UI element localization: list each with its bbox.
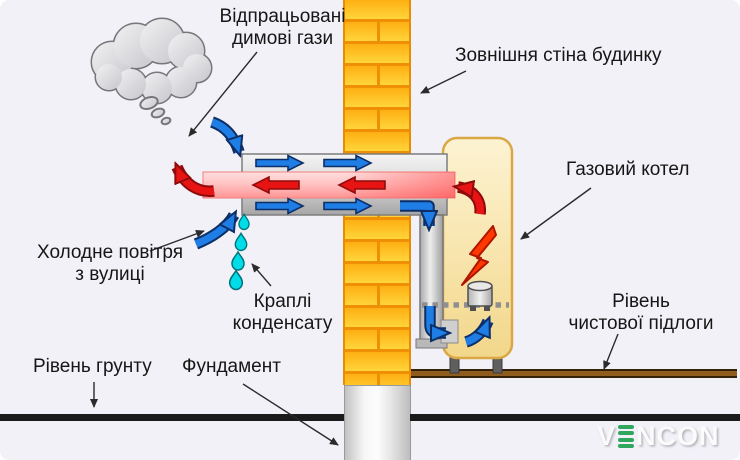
exhaust-in-curve-icon	[458, 187, 484, 215]
leader-lines	[90, 51, 619, 446]
label-ground-level: Рівень грунту	[33, 356, 152, 377]
flame-lightning-icon	[461, 225, 497, 286]
condensate-droplets-icon	[228, 212, 250, 291]
smoke-cloud-icon	[90, 17, 213, 126]
ground-line-right	[410, 414, 740, 421]
ground-line-left	[0, 414, 344, 421]
exhaust-out-curve-icon	[173, 167, 215, 195]
burner-assembly	[422, 225, 509, 311]
label-gas-boiler: Газовий котел	[566, 159, 690, 180]
leader-boiler	[520, 187, 592, 240]
leader-foundation	[242, 383, 339, 446]
air-arrow-icon	[323, 154, 373, 172]
exhaust-arrow-icon	[251, 175, 300, 195]
curved-arrows	[171, 116, 494, 348]
air-swirl-icon	[464, 321, 492, 346]
cold-air-curve-icon	[194, 215, 238, 248]
logo-green-e-icon	[618, 424, 635, 450]
finished-floor-line	[411, 369, 737, 378]
leader-floor	[603, 333, 619, 370]
foundation-block	[344, 385, 411, 460]
leader-cold-air	[149, 230, 205, 252]
air-arrow-icon	[323, 197, 373, 215]
air-elbow-icon	[400, 202, 429, 226]
vencon-logo: V NCON	[597, 421, 720, 452]
label-outer-wall: Зовнішня стіна будинку	[455, 45, 662, 66]
air-into-boiler-icon	[426, 306, 446, 333]
exhaust-arrow-icon	[337, 175, 386, 195]
label-foundation: Фундамент	[182, 356, 281, 377]
logo-v: V	[597, 421, 617, 451]
leader-wall	[420, 70, 467, 94]
leader-exhaust	[188, 51, 258, 137]
air-arrow-icon	[255, 154, 305, 172]
label-condensate: Краплі конденсату	[232, 291, 333, 335]
leader-condensate	[251, 263, 272, 287]
label-floor-level: Рівень чистової підлоги	[568, 291, 714, 335]
logo-ncon: NCON	[636, 421, 720, 451]
air-arrow-icon	[255, 197, 305, 215]
label-exhaust-gases: Відпрацьовані димові гази	[219, 6, 346, 50]
pipe-flow-arrows	[251, 154, 386, 215]
label-cold-air: Холодне повітря з вулиці	[37, 242, 183, 286]
cold-air-curve-icon	[210, 118, 239, 152]
